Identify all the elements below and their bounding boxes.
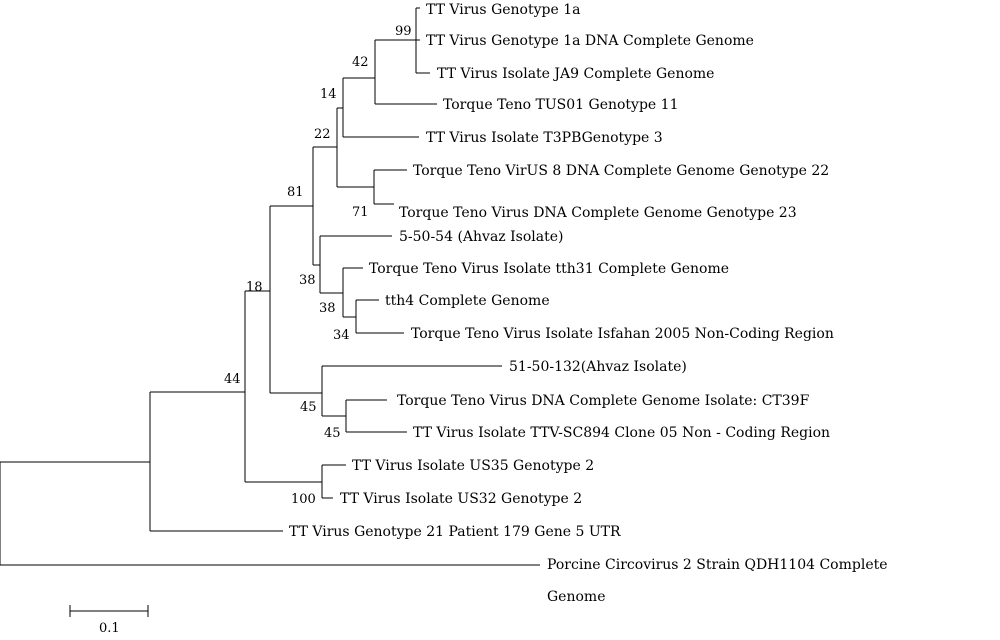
taxon-label: Torque Teno Virus DNA Complete Genome Ge… [399, 205, 797, 221]
taxon-label: 5-50-54 (Ahvaz Isolate) [399, 229, 563, 245]
bootstrap-value: 18 [246, 280, 263, 295]
bootstrap-value: 71 [352, 205, 369, 220]
taxon-label: TT Virus Isolate JA9 Complete Genome [437, 66, 714, 82]
bootstrap-value: 100 [291, 492, 316, 507]
taxon-label: Porcine Circovirus 2 Strain QDH1104 Comp… [547, 557, 888, 573]
bootstrap-value: 34 [333, 328, 350, 343]
taxon-label: TT Virus Isolate T3PBGenotype 3 [426, 130, 663, 146]
bootstrap-value: 44 [224, 372, 241, 387]
taxon-label: Torque Teno Virus DNA Complete Genome Is… [397, 393, 810, 409]
scale-bar-line [69, 605, 149, 617]
taxon-label-continuation: Genome [547, 589, 605, 605]
bootstrap-value: 99 [395, 24, 412, 39]
taxon-label: TT Virus Isolate US32 Genotype 2 [340, 491, 582, 507]
tree-branches [0, 7, 540, 566]
taxon-label: TT Virus Genotype 1a DNA Complete Genome [426, 33, 754, 49]
scale-bar-label: 0.1 [99, 621, 120, 636]
taxon-label: Torque Teno VirUS 8 DNA Complete Genome … [413, 163, 829, 179]
bootstrap-value: 45 [324, 426, 341, 441]
bootstrap-value: 81 [287, 185, 304, 200]
bootstrap-value: 45 [300, 400, 317, 415]
bootstrap-value: 22 [314, 127, 331, 142]
taxon-label: Torque Teno Virus Isolate tth31 Complete… [369, 261, 729, 277]
taxon-label: TT Virus Isolate US35 Genotype 2 [352, 458, 594, 474]
taxon-label: TT Virus Genotype 1a [426, 2, 580, 18]
bootstrap-values: 99 42 14 22 81 71 38 38 34 18 44 45 45 1… [224, 24, 412, 507]
scale-bar: 0.1 [69, 605, 149, 636]
taxon-label: Torque Teno Virus Isolate Isfahan 2005 N… [411, 326, 834, 342]
bootstrap-value: 38 [299, 273, 316, 288]
taxon-label: tth4 Complete Genome [385, 293, 550, 309]
bootstrap-value: 14 [320, 87, 337, 102]
bootstrap-value: 42 [352, 55, 369, 70]
taxon-label: Torque Teno TUS01 Genotype 11 [443, 97, 678, 113]
bootstrap-value: 38 [319, 301, 336, 316]
taxon-label: TT Virus Genotype 21 Patient 179 Gene 5 … [289, 524, 621, 540]
taxon-labels: TT Virus Genotype 1a TT Virus Genotype 1… [289, 2, 888, 605]
taxon-label: 51-50-132(Ahvaz Isolate) [509, 359, 687, 375]
taxon-label: TT Virus Isolate TTV-SC894 Clone 05 Non … [413, 425, 830, 441]
